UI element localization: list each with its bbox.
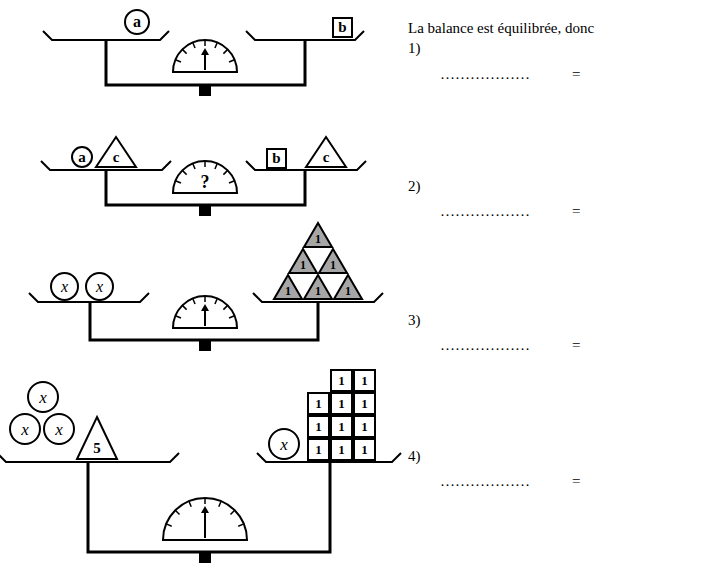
answer-line: 1) [408, 40, 421, 57]
weight-circle: x [268, 428, 300, 460]
weight-triangle: c [95, 136, 137, 168]
instruction-text: La balance est équilibrée, donc [408, 20, 594, 37]
weight-label: 1 [315, 285, 321, 297]
weight-label: ? [201, 173, 210, 191]
weight-label: 1 [338, 443, 345, 456]
scale-pan [43, 31, 169, 40]
weight-triangle: 5 [76, 416, 118, 460]
weight-circle: x [85, 272, 114, 301]
weight-label: 1 [330, 259, 336, 271]
answer-line: ……………… [440, 473, 530, 490]
weight-label: b [272, 151, 280, 166]
weight-label: 1 [361, 420, 368, 433]
weight-label: x [96, 279, 103, 295]
weight-label: 1 [315, 420, 322, 433]
weight-square: 1 [330, 415, 353, 438]
unit-triangle: 1 [303, 222, 333, 248]
weight-label: c [323, 150, 330, 165]
weight-label: 1 [338, 374, 345, 387]
weight-label: x [61, 279, 68, 295]
weight-label: 5 [93, 441, 101, 456]
weight-label: 1 [361, 443, 368, 456]
weight-square: 1 [307, 392, 330, 415]
balance-scale [106, 40, 305, 96]
answer-line: = [572, 337, 580, 354]
weight-label: x [280, 436, 288, 453]
weight-square: 1 [353, 438, 376, 461]
unit-triangle: 1 [333, 274, 363, 300]
answer-line: ……………… [440, 337, 530, 354]
weight-circle: a [124, 9, 150, 35]
answer-line: 4) [408, 448, 421, 465]
answer-line: ……………… [440, 203, 530, 220]
weight-label: b [338, 20, 346, 35]
weight-label: 1 [361, 397, 368, 410]
answer-line: = [572, 203, 580, 220]
answer-line: 2) [408, 178, 421, 195]
weight-square: 1 [330, 438, 353, 461]
weight-circle: a [71, 146, 93, 168]
unit-triangle: 1 [318, 248, 348, 274]
dial-question: ? [194, 172, 216, 192]
unit-triangle: 1 [273, 274, 303, 300]
weight-square: b [332, 17, 353, 38]
weight-triangle: c [305, 136, 347, 168]
weight-label: 1 [338, 397, 345, 410]
weight-label: 1 [285, 285, 291, 297]
answer-line: ……………… [440, 66, 530, 83]
weight-label: x [55, 421, 63, 438]
balance-scale [90, 296, 318, 351]
weight-label: a [78, 150, 86, 165]
answer-line: = [572, 473, 580, 490]
weight-circle: x [27, 381, 59, 413]
weight-label: 1 [315, 233, 321, 245]
weight-circle: x [50, 272, 79, 301]
weight-label: c [113, 150, 120, 165]
unit-triangle: 1 [303, 274, 333, 300]
weight-label: 1 [361, 374, 368, 387]
weight-square: 1 [330, 369, 353, 392]
weight-label: 1 [300, 259, 306, 271]
weight-square: 1 [330, 392, 353, 415]
weight-label: 1 [315, 397, 322, 410]
weight-square: 1 [353, 369, 376, 392]
weight-circle: x [9, 413, 41, 445]
answer-line: = [572, 66, 580, 83]
balance-scale [88, 462, 330, 563]
weight-label: a [133, 14, 141, 30]
weight-square: b [266, 148, 287, 169]
unit-triangle: 1 [288, 248, 318, 274]
weight-label: x [39, 389, 47, 406]
weight-square: 1 [353, 415, 376, 438]
weight-square: 1 [307, 438, 330, 461]
weight-label: 1 [338, 420, 345, 433]
weight-label: 1 [345, 285, 351, 297]
weight-circle: x [43, 413, 75, 445]
answer-line: 3) [408, 312, 421, 329]
weight-square: 1 [307, 415, 330, 438]
weight-label: x [21, 421, 29, 438]
weight-label: 1 [315, 443, 322, 456]
weight-square: 1 [353, 392, 376, 415]
